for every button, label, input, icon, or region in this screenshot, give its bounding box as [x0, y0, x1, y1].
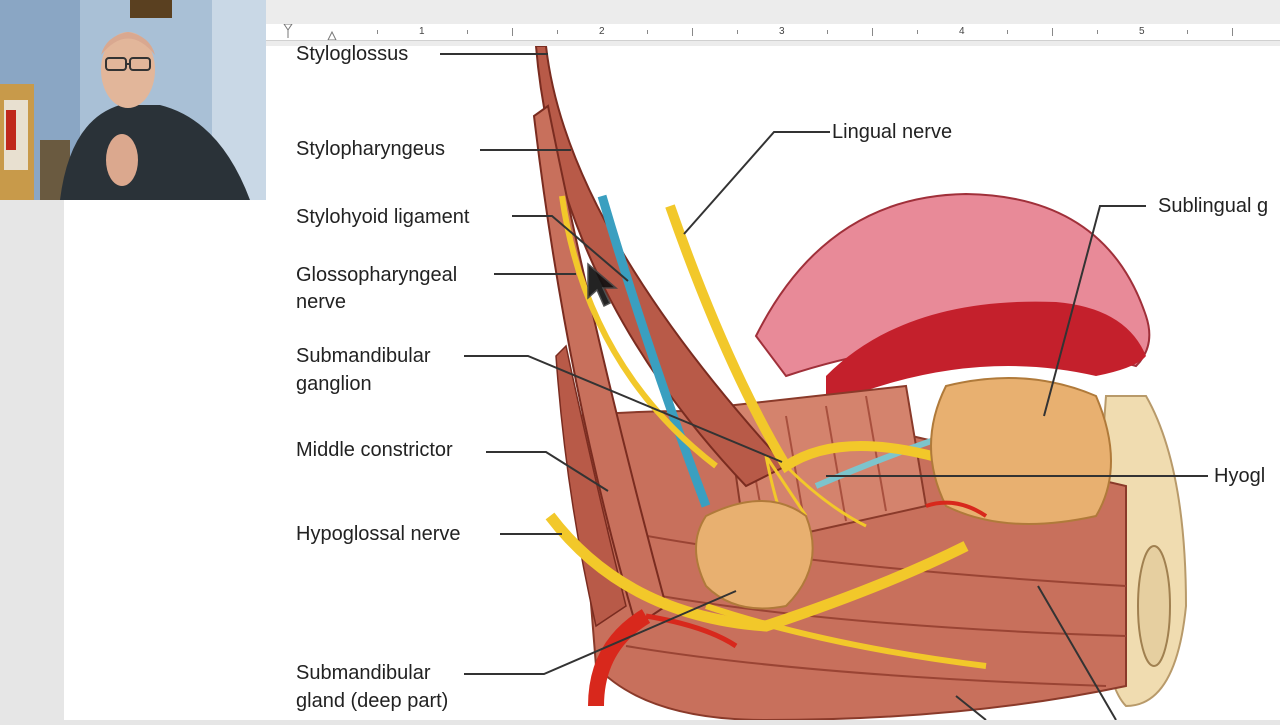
- label-middle-constrictor: Middle constrictor: [296, 439, 453, 461]
- label-hyoglossus: Hyogl: [1214, 465, 1266, 487]
- ruler-number-5: 5: [1139, 26, 1145, 37]
- label-glossopharyngeal-line1: Glossopharyngeal: [296, 264, 458, 286]
- webcam-overlay: [0, 0, 266, 200]
- label-glossopharyngeal-line2: nerve: [296, 291, 347, 313]
- ruler-number-4: 4: [959, 26, 965, 37]
- anatomy-illustration: [440, 45, 1208, 722]
- mouse-pointer-icon: [587, 262, 619, 308]
- label-submandibular-ganglion-line2: ganglion: [296, 373, 372, 395]
- label-lingual-nerve: Lingual nerve: [832, 121, 953, 143]
- label-stylopharyngeus: Stylopharyngeus: [296, 138, 445, 160]
- label-submandibular-ganglion-line1: Submandibular: [296, 345, 431, 367]
- left-gutter: [0, 200, 65, 720]
- ruler-number-3: 3: [779, 26, 785, 37]
- tongue-anatomy-figure: Styloglossus Stylopharyngeus Stylohyoid …: [266, 43, 1280, 722]
- label-stylohyoid-ligament: Stylohyoid ligament: [296, 206, 470, 228]
- ruler-number-2: 2: [599, 26, 605, 37]
- horizontal-ruler[interactable]: 1 2 3 4 5: [266, 24, 1280, 41]
- ruler-markers: [283, 24, 337, 40]
- label-submandibular-gland-line2: gland (deep part): [296, 690, 449, 712]
- label-hypoglossal-nerve: Hypoglossal nerve: [296, 523, 461, 545]
- label-submandibular-gland-line1: Submandibular: [296, 662, 431, 684]
- ruler-number-1: 1: [419, 26, 425, 37]
- label-styloglossus: Styloglossus: [296, 43, 409, 65]
- label-sublingual-gland: Sublingual g: [1158, 195, 1269, 217]
